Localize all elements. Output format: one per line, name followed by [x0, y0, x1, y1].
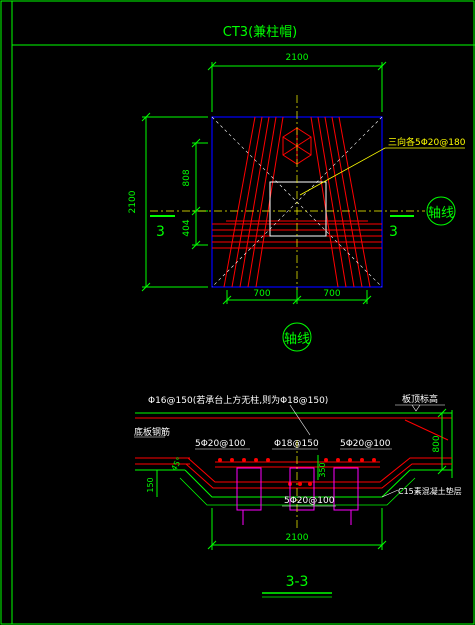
dim-section-bottom-text: 2100 [286, 533, 309, 543]
finish-label: 板顶标高 [402, 393, 438, 405]
column-middle [289, 467, 315, 511]
section-title: 3-3 [286, 574, 309, 590]
dim-lower-text: 404 [182, 219, 192, 236]
dim-mid-text: 350 [318, 462, 327, 477]
section-mark-right: 3 [389, 224, 398, 240]
rebar-left-label: 5Φ20@100 [195, 439, 246, 449]
cap-outline [184, 469, 411, 498]
drawing-title: CT3(兼柱帽) [223, 24, 297, 40]
plan-column [269, 181, 327, 237]
axis-bubble-bottom [282, 322, 312, 352]
section-rebar-dots [218, 458, 376, 486]
cushion-label: C15素混凝土垫层 [398, 486, 462, 496]
section-mark-left: 3 [156, 224, 165, 240]
dim-upper-text: 808 [182, 169, 192, 186]
dim-bottom-right-text: 700 [323, 289, 340, 299]
axis-label-bottom: 轴线 [284, 332, 310, 347]
section-view: Φ16@150(若承台上方无柱,则为Φ18@150) 底板钢筋 板顶标高 5Φ2… [134, 393, 462, 598]
rebar-leader [299, 147, 386, 196]
section-rebar [140, 419, 452, 489]
rebar-bottom-label: 5Φ20@100 [284, 496, 335, 506]
rebar-note: 三向各5Φ20@180 [388, 136, 466, 148]
rebar-center-label: Φ18@150 [274, 439, 319, 449]
slab-label: 底板钢筋 [134, 426, 170, 438]
column-right [333, 467, 359, 511]
rebar-right-label: 5Φ20@100 [340, 439, 391, 449]
axis-label-right: 轴线 [428, 206, 454, 221]
plan-view: 2100 2100 808 404 [128, 53, 466, 352]
dim-left-small-text: 150 [146, 477, 155, 492]
axis-bubble-right [426, 196, 456, 226]
dim-top-text: 2100 [286, 53, 309, 63]
top-note: Φ16@150(若承台上方无柱,则为Φ18@150) [148, 394, 328, 406]
dim-right-text: 800 [432, 435, 442, 452]
dim-left-text: 2100 [128, 190, 138, 213]
column-left [236, 467, 262, 511]
dim-bottom-left-text: 700 [253, 289, 270, 299]
